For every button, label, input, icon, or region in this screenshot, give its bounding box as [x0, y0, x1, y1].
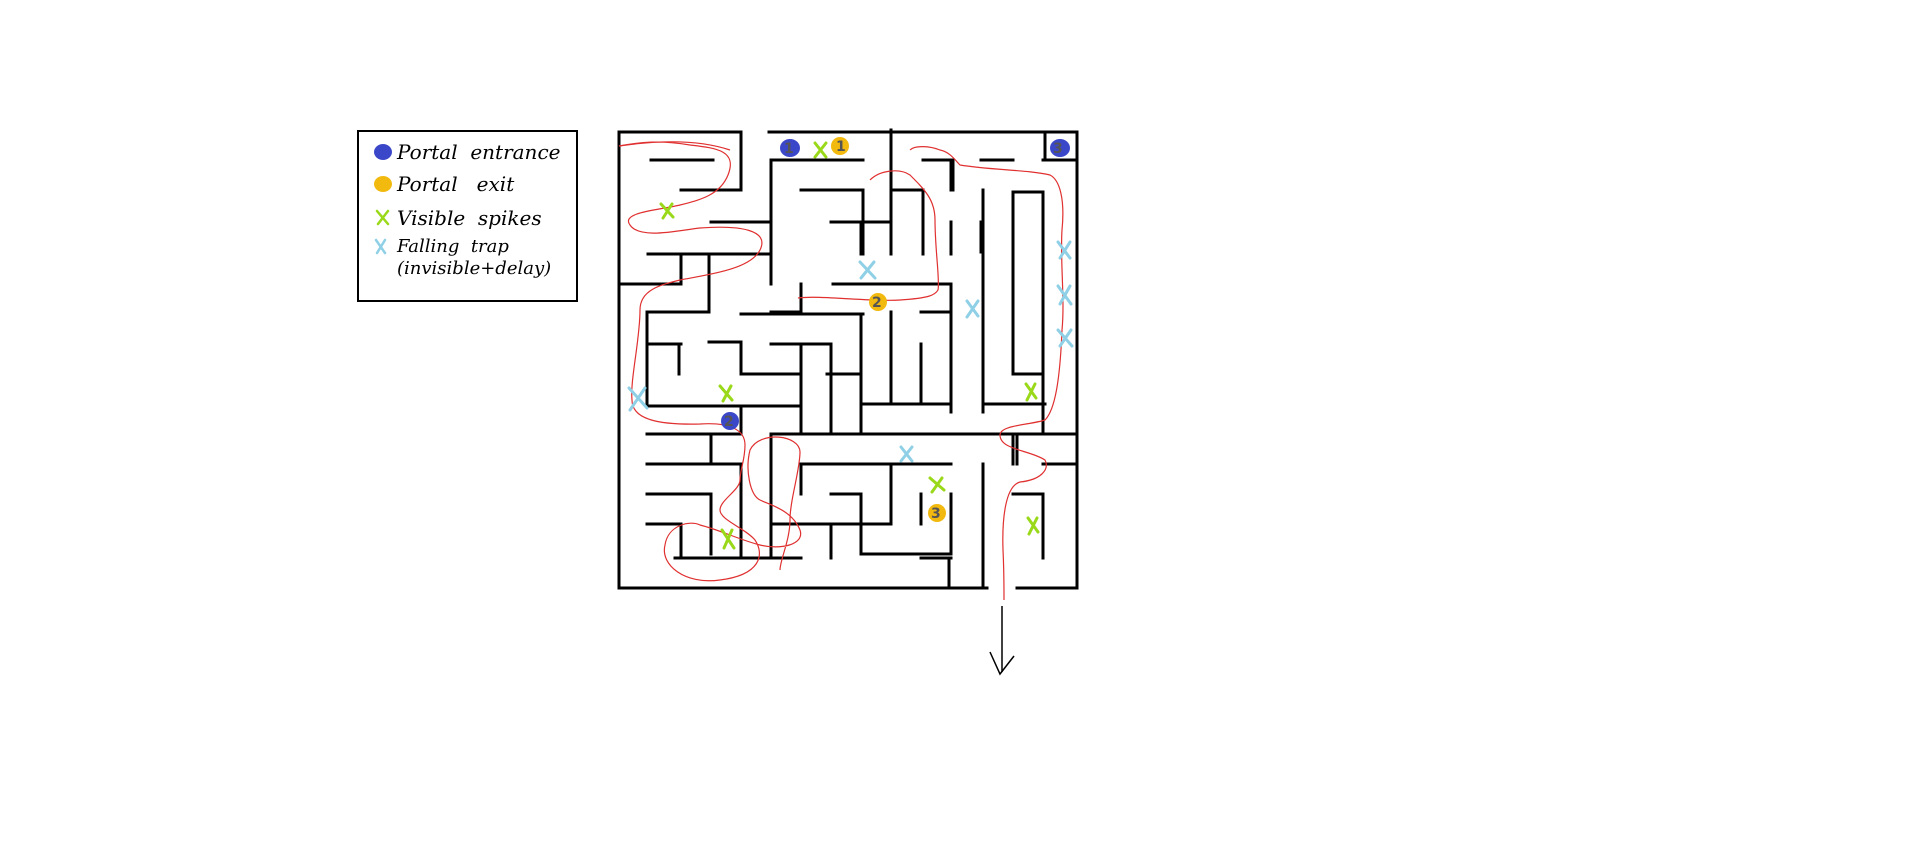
spikes-icon: [373, 208, 393, 226]
falling-trap-icon: [899, 445, 914, 463]
portal-exit-3: 3: [928, 504, 946, 522]
portal-number: 2: [872, 295, 882, 311]
legend-label: (invisible+delay): [397, 258, 552, 279]
portal-number: 1: [836, 139, 846, 155]
spikes-icon: [1026, 516, 1040, 536]
falling-trap-icon: [1056, 328, 1074, 348]
legend-label: Portal exit: [397, 172, 515, 196]
portal-exit-2: 2: [869, 293, 887, 311]
portal-number: 1: [784, 141, 794, 157]
maze-outer-wall: [617, 130, 1079, 590]
legend-item-portal-entrance: Portal entrance: [373, 142, 560, 162]
spikes-icon: [928, 476, 946, 494]
portal-exit-1: 1: [831, 137, 849, 155]
falling-trap-icon: [858, 260, 877, 280]
solution-path-start: [618, 141, 731, 151]
portal-entrance-2: 2: [721, 412, 739, 430]
spikes-icon: [718, 384, 734, 403]
spikes-icon: [813, 141, 828, 159]
falling-trap-icon: [965, 299, 980, 319]
falling-trap-icon: [627, 386, 649, 412]
maze-walls: [617, 128, 1079, 590]
legend-label: Falling trap: [397, 236, 509, 257]
legend-item-falling-trap-note: (invisible+delay): [397, 260, 551, 278]
legend-item-spikes: Visible spikes: [373, 208, 542, 228]
legend-label: Visible spikes: [397, 206, 542, 230]
legend-item-portal-exit: Portal exit: [373, 174, 514, 194]
spikes-icon: [659, 202, 675, 220]
falling-trap-icon: [1056, 284, 1073, 306]
portal-entrance-icon: [373, 142, 393, 160]
spikes-icon: [1024, 382, 1038, 402]
legend: Portal entrance Portal exit Visible spik…: [357, 130, 578, 302]
spikes-icon: [720, 528, 736, 550]
exit-arrow: [989, 606, 1015, 676]
portal-number: 3: [931, 506, 941, 522]
portal-number: 3: [1053, 141, 1063, 157]
legend-item-falling-trap: Falling trap: [373, 238, 509, 256]
portal-exit-icon: [373, 174, 393, 192]
solution-path-upper: [797, 146, 1064, 601]
legend-label: Portal entrance: [397, 140, 561, 164]
portal-number: 2: [724, 414, 734, 430]
falling-trap-icon: [373, 238, 393, 256]
falling-trap-icon: [1056, 240, 1072, 260]
portal-entrance-1: 1: [780, 139, 800, 157]
solution-path: [618, 141, 802, 582]
portal-entrance-3: 3: [1050, 139, 1070, 157]
